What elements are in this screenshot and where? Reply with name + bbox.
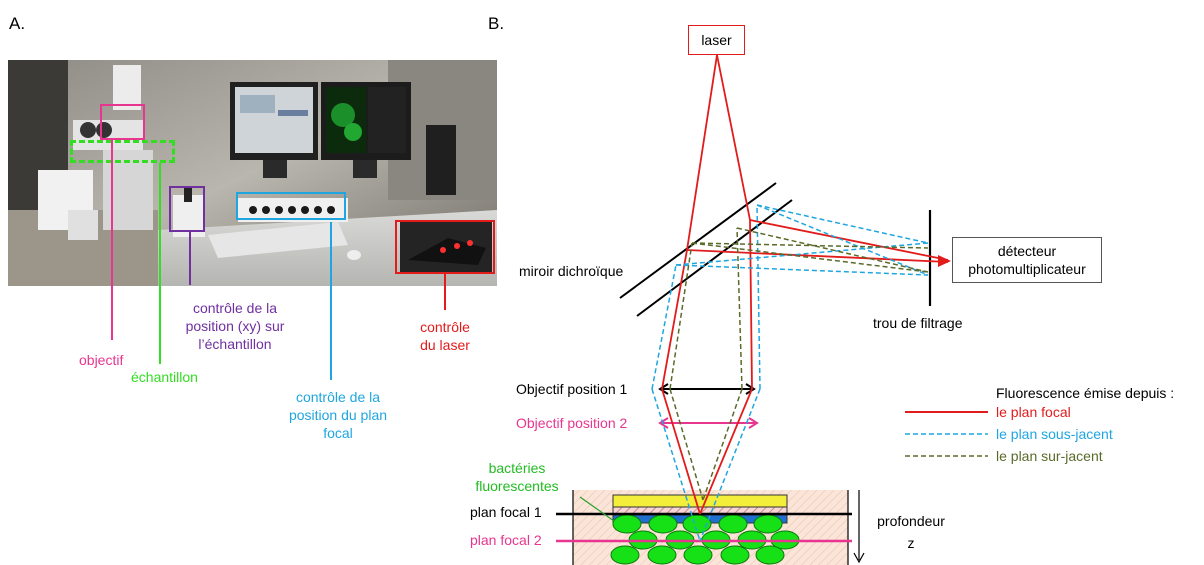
olive-beam-to-pinhole-1 — [691, 242, 929, 249]
objectif-box — [100, 104, 145, 140]
olive-beam-to-pinhole-2 — [736, 227, 929, 273]
label-controle-xy: contrôle de la position (xy) sur l’échan… — [180, 299, 290, 353]
blue-beam-focus-right — [699, 388, 761, 542]
objective-2-arrow-left — [658, 417, 669, 429]
focal-plane-1-label: plan focal 1 — [470, 504, 542, 520]
coverslip-yellow — [612, 494, 788, 508]
red-beam-to-detector-1 — [686, 249, 949, 263]
objective-1-arrow-right — [745, 383, 756, 395]
red-beam-left — [661, 249, 688, 390]
blue-beam-to-pinhole-2 — [756, 204, 929, 276]
bacteria-cells — [610, 514, 800, 565]
controle-xy-box — [169, 186, 205, 232]
echantillon-box — [70, 140, 175, 163]
overlying-plane-beam — [669, 227, 929, 501]
label-controle-xy-line-3: l’échantillon — [198, 336, 272, 352]
olive-beam-left — [669, 242, 693, 390]
bacterium — [753, 514, 783, 534]
bacterium — [612, 514, 642, 534]
detector-label: détecteur photomultiplicateur — [952, 242, 1102, 278]
objective-1-label: Objectif position 1 — [516, 381, 628, 397]
blue-beam-to-pinhole-4 — [756, 204, 929, 244]
controle-laser-box — [395, 220, 495, 274]
red-beam-to-detector-2 — [749, 219, 949, 261]
blue-beam-to-pinhole-1 — [675, 242, 929, 266]
microscope-photo — [8, 60, 497, 286]
bacterium — [718, 514, 748, 534]
bacterium — [648, 514, 678, 534]
label-controle-xy-line-1: contrôle de la — [192, 300, 278, 316]
depth-label: profondeur z — [866, 512, 956, 552]
legend-item-overlying: le plan sur-jacent — [996, 448, 1103, 464]
blue-beam-left — [651, 264, 677, 390]
objective-2-label: Objectif position 2 — [516, 415, 628, 431]
blue-beam-focus-left — [651, 388, 701, 542]
bacterium — [720, 545, 750, 565]
bacteria-label-line-1: bactéries — [488, 460, 546, 476]
bacterium — [683, 545, 713, 565]
blue-beam-to-pinhole-3 — [675, 264, 929, 276]
label-controle-plan-line-2: position du plan — [288, 407, 388, 423]
red-beam-focus-left — [661, 388, 701, 515]
pinhole-label: trou de filtrage — [873, 315, 963, 331]
microscope-photo-drawing — [8, 60, 497, 286]
red-beam-focus-right — [699, 388, 753, 515]
label-controle-laser: contrôle du laser — [400, 318, 490, 354]
focal-plane-2-label: plan focal 2 — [470, 532, 542, 548]
bacteria-leader-line — [579, 496, 615, 522]
bacterium — [610, 545, 640, 565]
olive-beam-focus-left — [669, 388, 704, 501]
label-controle-xy-line-2: position (xy) sur — [185, 318, 285, 334]
depth-label-line-1: profondeur — [877, 513, 945, 529]
olive-beam-focus-right — [702, 388, 743, 501]
red-beam-right — [749, 219, 753, 390]
olive-beam-right — [736, 227, 743, 390]
label-controle-plan: contrôle de la position du plan focal — [283, 388, 393, 442]
label-controle-plan-line-1: contrôle de la — [295, 389, 381, 405]
bacterium — [647, 545, 677, 565]
detector-label-line-2: photomultiplicateur — [968, 261, 1086, 277]
label-echantillon: échantillon — [131, 369, 198, 385]
label-controle-laser-line-2: du laser — [420, 337, 470, 353]
dichroic-mirror-line-1 — [619, 182, 777, 299]
legend-title: Fluorescence émise depuis : — [996, 385, 1175, 401]
label-controle-laser-line-1: contrôle — [420, 319, 470, 335]
bacteria-label-line-2: fluorescentes — [475, 478, 559, 494]
focal-plane-beam — [661, 54, 951, 515]
laser-label: laser — [701, 32, 732, 48]
detector-box — [952, 237, 1102, 283]
label-objectif: objectif — [79, 352, 124, 368]
panel-b-letter: B. — [488, 14, 505, 33]
depth-label-line-2: z — [907, 535, 915, 551]
controle-plan-box — [236, 192, 346, 220]
panel-a-letter: A. — [9, 14, 26, 33]
detector-label-line-1: détecteur — [997, 243, 1057, 259]
legend-item-focal: le plan focal — [996, 404, 1071, 420]
laser-beam-left — [686, 54, 718, 251]
mirror-label: miroir dichroïque — [519, 263, 624, 279]
red-beam-arrowhead — [938, 255, 951, 267]
label-controle-plan-line-3: focal — [323, 425, 353, 441]
laser-box — [688, 25, 745, 55]
bacterium — [755, 545, 785, 565]
bacteria-label: bactéries fluorescentes — [462, 459, 572, 495]
objective-2-arrow-right — [748, 417, 759, 429]
legend-item-underlying: le plan sous-jacent — [996, 426, 1113, 442]
objective-1-arrow-left — [658, 383, 669, 395]
blue-beam-right — [756, 204, 761, 390]
dichroic-mirror-line-2 — [636, 199, 793, 317]
panel-a-leader-lines — [111, 140, 446, 380]
laser-beam-right — [716, 54, 751, 221]
depth-arrow-head — [853, 552, 865, 564]
